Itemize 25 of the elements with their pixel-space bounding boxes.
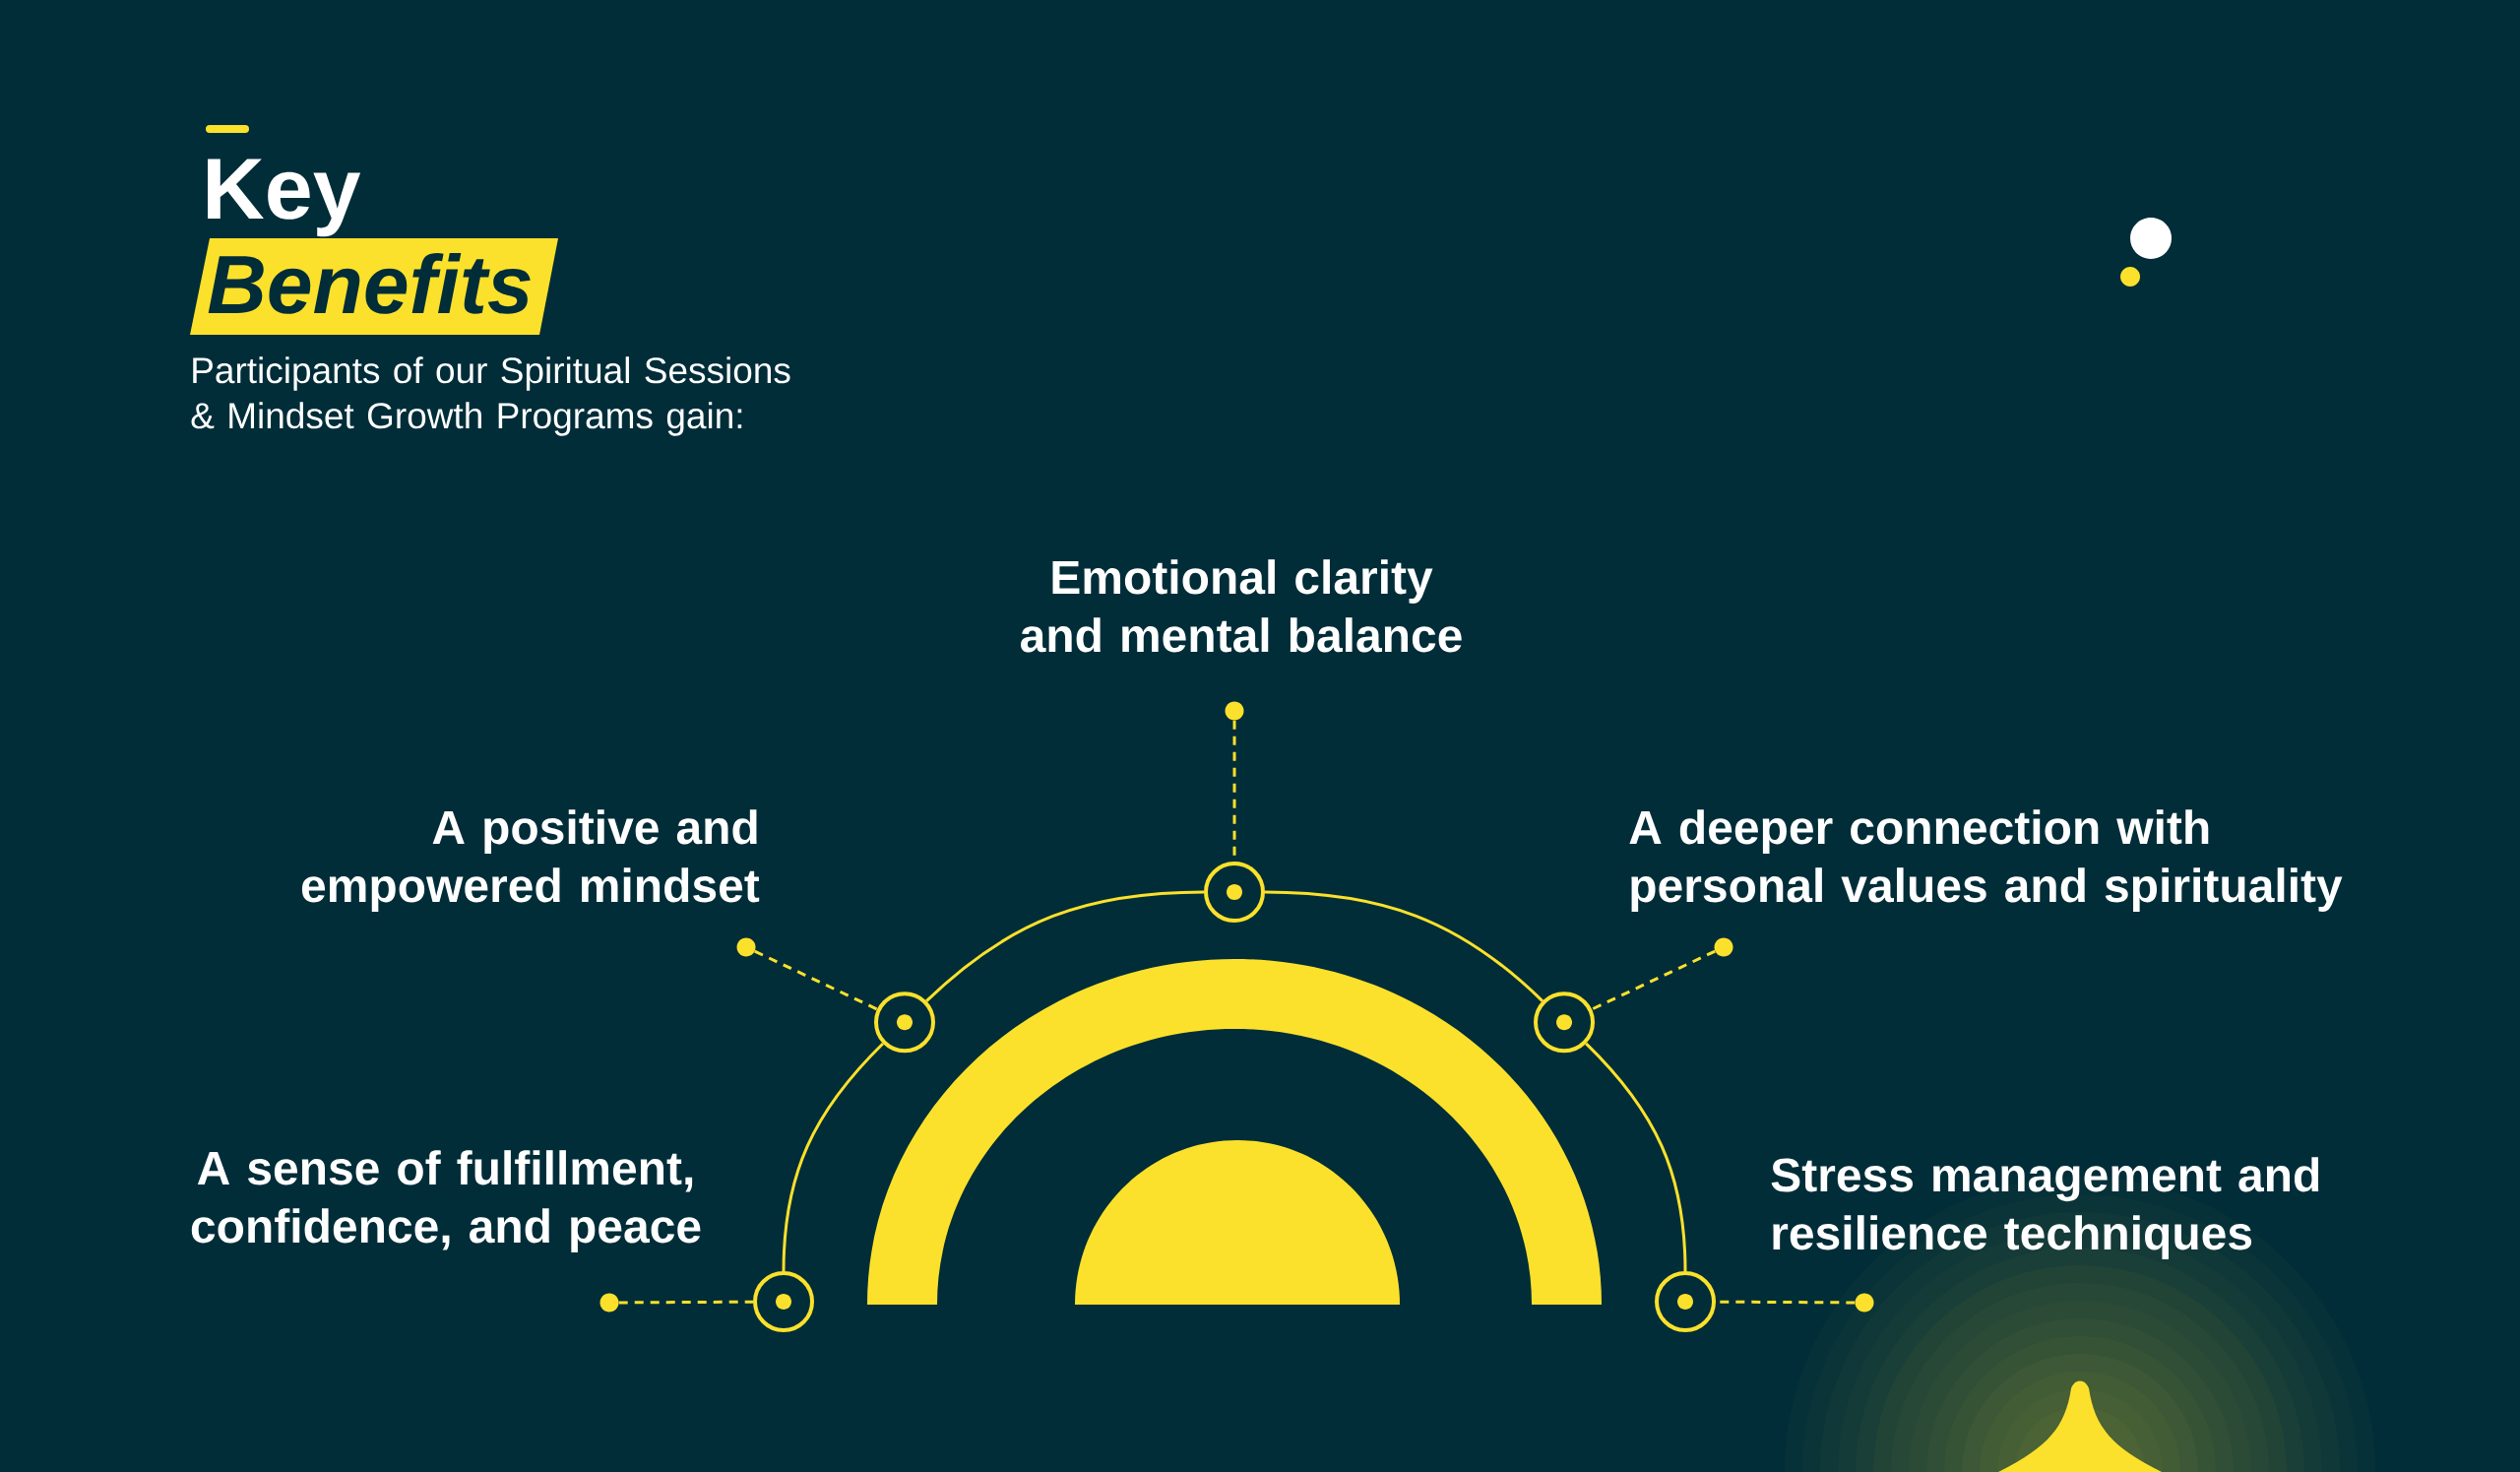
- ring-marker: [1655, 1271, 1716, 1332]
- arc-line: [1264, 890, 1544, 1002]
- benefit-text: Emotional clarity and mental balance: [1021, 559, 1462, 653]
- arc-line: [1585, 1042, 1687, 1272]
- subtitle: Participants of our Spiritual Sessions & Mindset Growth Programs gain:: [191, 356, 790, 436]
- leader-line: [618, 1300, 753, 1305]
- benefit-text: Stress management and resilience techniques: [1771, 1157, 2319, 1259]
- title-text: Key: [208, 159, 361, 237]
- ring-marker: [874, 992, 935, 1054]
- arc-line: [782, 1042, 884, 1272]
- end-dot: [736, 937, 756, 957]
- ring-marker: [753, 1271, 814, 1332]
- arc-line: [925, 890, 1205, 1002]
- benefit-text: A positive and empowered mindset: [301, 809, 760, 912]
- title-highlight: Benefits: [190, 238, 558, 335]
- leader-line: [754, 949, 878, 1011]
- leader-line: [1591, 949, 1716, 1011]
- end-dot: [1855, 1293, 1874, 1312]
- end-dot: [599, 1293, 619, 1312]
- end-dot: [1714, 937, 1733, 957]
- benefit-text: A sense of fulfillment, confidence, and peace: [191, 1150, 701, 1252]
- ring-marker: [1534, 992, 1595, 1054]
- end-dot: [1225, 701, 1244, 721]
- benefit-text: A deeper connection with personal values and spirituality: [1629, 809, 2343, 912]
- ring-marker: [1204, 862, 1265, 923]
